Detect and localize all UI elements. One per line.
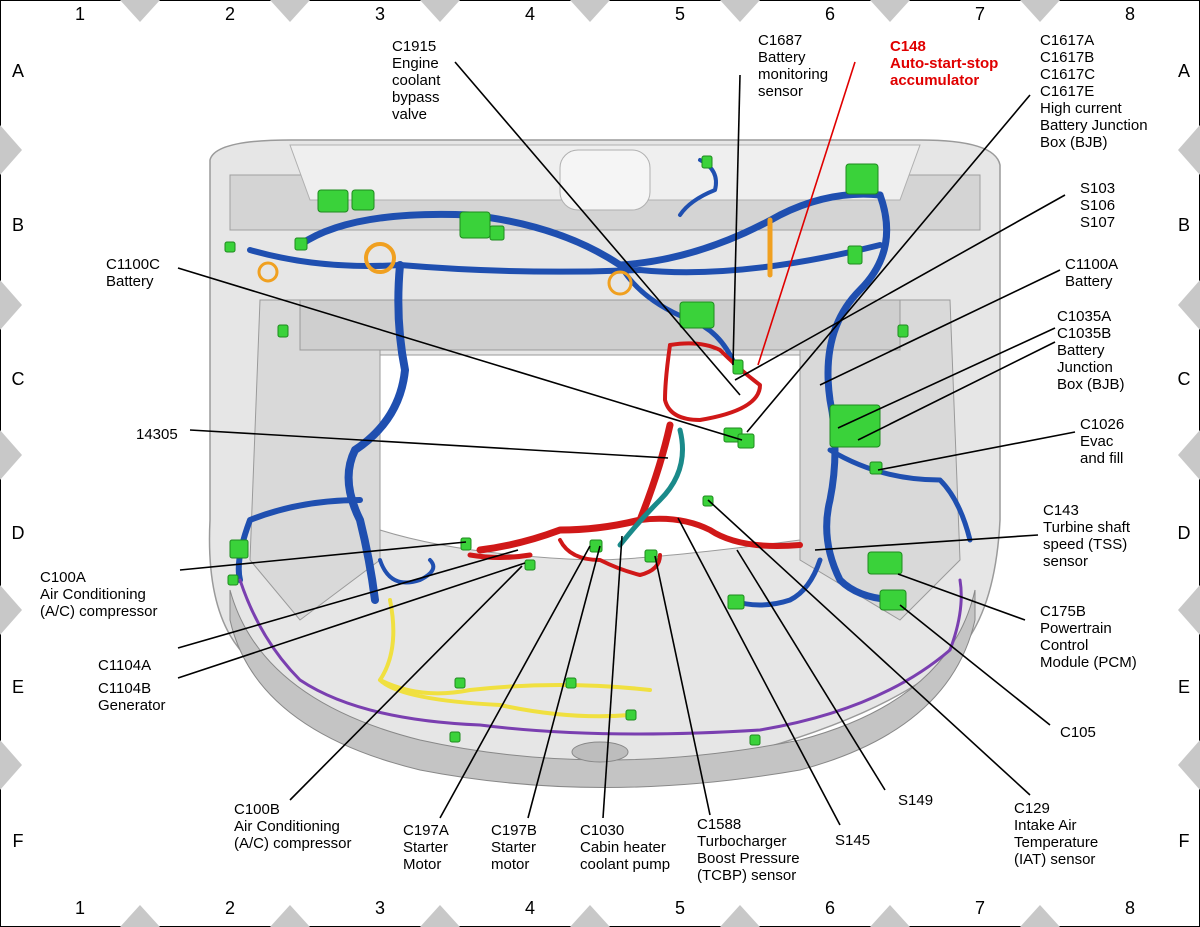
grid-row-b: B bbox=[11, 215, 24, 235]
callout-c1035: C1035A C1035B Battery Junction Box (BJB) bbox=[1057, 308, 1125, 393]
callout-c1617: C1617A C1617B C1617C C1617E High current… bbox=[1040, 32, 1148, 151]
grid-row-f-right: F bbox=[1178, 831, 1190, 851]
grid-column-7-bottom: 7 bbox=[974, 898, 985, 918]
callout-c1588: C1588 Turbocharger Boost Pressure (TCBP)… bbox=[697, 816, 800, 884]
grid-column-8: 8 bbox=[1124, 4, 1135, 24]
grid-column-6: 6 bbox=[824, 4, 835, 24]
callout-c100b: C100B Air Conditioning (A/C) compressor bbox=[234, 801, 352, 852]
grid-row-a: A bbox=[11, 61, 24, 81]
callout-c197b: C197B Starter motor bbox=[491, 822, 537, 873]
callout-c100a: C100A Air Conditioning (A/C) compressor bbox=[40, 569, 158, 620]
grid-column-1-bottom: 1 bbox=[74, 898, 85, 918]
callout-s145: S145 bbox=[835, 832, 871, 849]
grid-column-8-bottom: 8 bbox=[1124, 898, 1135, 918]
callout-c1030: C1030 Cabin heater coolant pump bbox=[580, 822, 671, 873]
grid-row-e: E bbox=[11, 677, 24, 697]
grid-column-4: 4 bbox=[524, 4, 535, 24]
callout-c105: C105 bbox=[1060, 724, 1096, 741]
grid-row-c: C bbox=[11, 369, 25, 389]
callout-s103: S103 S106 S107 bbox=[1080, 180, 1116, 231]
grid-row-c-right: C bbox=[1177, 369, 1191, 389]
callout-c175b: C175B Powertrain Control Module (PCM) bbox=[1040, 603, 1137, 671]
grid-column-7: 7 bbox=[974, 4, 985, 24]
grid-column-1: 1 bbox=[74, 4, 85, 24]
grid-column-6-bottom: 6 bbox=[824, 898, 835, 918]
callout-c1100a: C1100A Battery bbox=[1065, 256, 1119, 290]
grid-column-5: 5 bbox=[674, 4, 685, 24]
connectors bbox=[224, 155, 909, 746]
grid-row-d-right: D bbox=[1177, 523, 1191, 543]
grid-column-3-bottom: 3 bbox=[374, 898, 385, 918]
callout-c1687: C1687 Battery monitoring sensor bbox=[758, 32, 829, 100]
grid-column-3: 3 bbox=[374, 4, 385, 24]
callout-14305: 14305 bbox=[136, 426, 178, 443]
callout-c148: C148 Auto-start-stop accumulator bbox=[890, 38, 999, 89]
vehicle-body-illustration bbox=[208, 139, 1001, 788]
leader-line-c148 bbox=[757, 61, 856, 366]
callout-c1915: C1915 Engine coolant bypass valve bbox=[392, 38, 441, 123]
grid-column-2: 2 bbox=[224, 4, 235, 24]
leader-lines bbox=[177, 61, 1076, 826]
callout-c129: C129 Intake Air Temperature (IAT) sensor bbox=[1014, 800, 1099, 868]
callout-c1104a: C1104A bbox=[98, 657, 152, 674]
callout-c1026: C1026 Evac and fill bbox=[1080, 416, 1125, 467]
callout-c1100c: C1100C Battery bbox=[106, 256, 160, 290]
grid-row-b-right: B bbox=[1177, 215, 1190, 235]
grid-row-a-right: A bbox=[1177, 61, 1190, 81]
grid-column-2-bottom: 2 bbox=[224, 898, 235, 918]
callout-c197a: C197A Starter Motor bbox=[403, 822, 449, 873]
callout-c143: C143 Turbine shaft speed (TSS) sensor bbox=[1043, 502, 1130, 570]
callout-s149: S149 bbox=[898, 792, 934, 809]
grid-row-d: D bbox=[11, 523, 25, 543]
grid-row-f: F bbox=[12, 831, 24, 851]
grid-border-right bbox=[1178, 125, 1200, 790]
grid-border-top bbox=[120, 0, 1060, 22]
grid-border-left bbox=[0, 125, 22, 790]
grid-column-5-bottom: 5 bbox=[674, 898, 685, 918]
grid-border-bottom bbox=[120, 905, 1060, 927]
grid-row-e-right: E bbox=[1177, 677, 1190, 697]
grid-column-4-bottom: 4 bbox=[524, 898, 535, 918]
callout-c1104b: C1104B Generator bbox=[98, 680, 166, 714]
